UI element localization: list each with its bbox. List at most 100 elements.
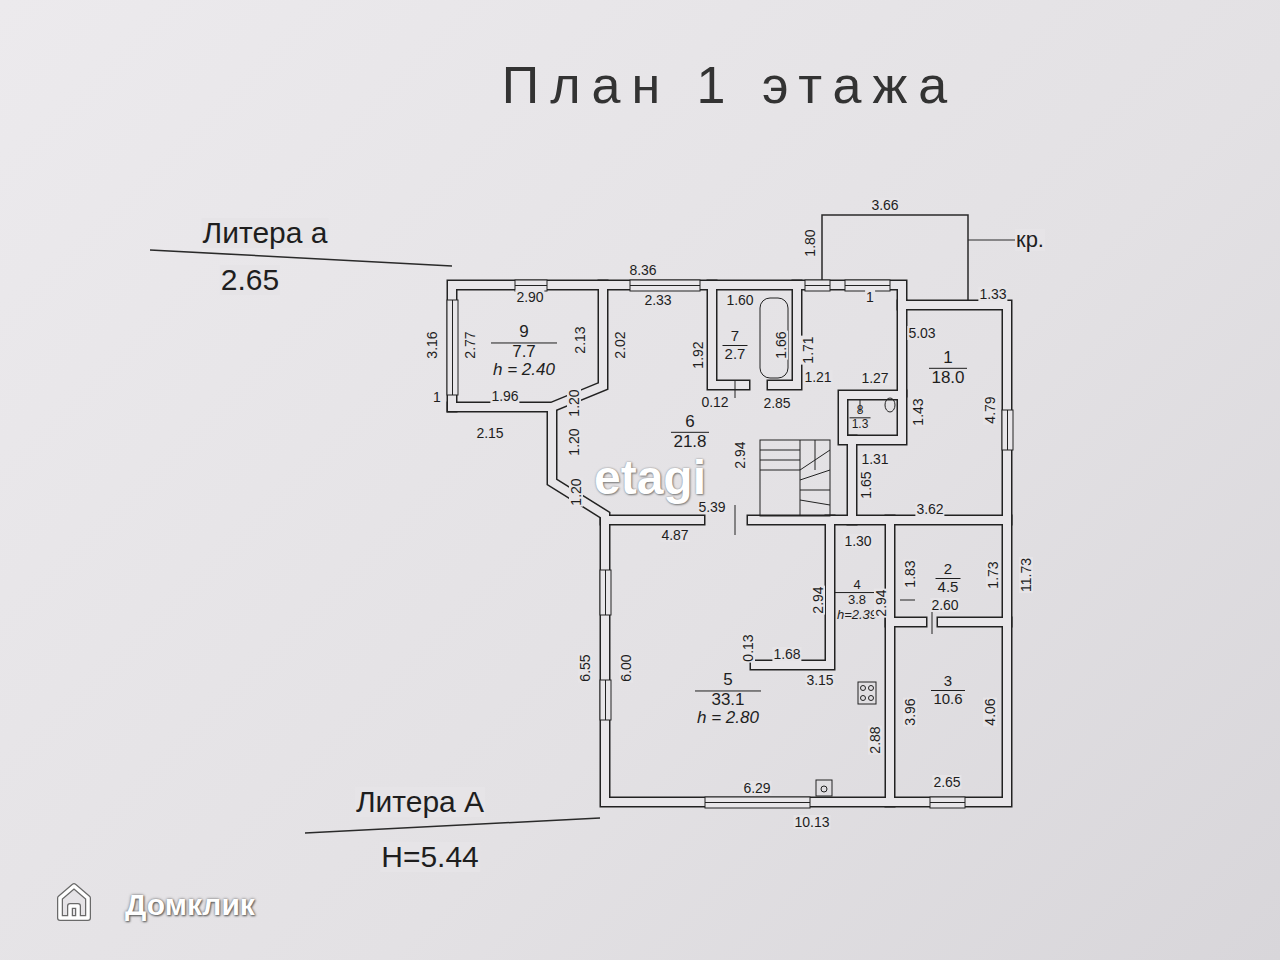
dimension-label: 6.55 [578, 653, 592, 682]
room-area: 1.3 [850, 418, 871, 432]
dimension-label: 1.80 [803, 228, 817, 257]
dimension-label: 2.33 [643, 293, 672, 307]
room-area: 21.8 [671, 432, 709, 452]
dimension-label: 2.65 [220, 265, 280, 295]
wall-fill [452, 285, 1007, 802]
leader-line [305, 818, 600, 833]
room-number: 6 [671, 413, 709, 432]
dimension-label: 2.60 [930, 598, 959, 612]
dimension-label: 2.02 [613, 330, 627, 359]
dimension-label: 3.16 [425, 330, 439, 359]
dimension-label: 5.39 [697, 500, 726, 514]
dimension-label: 1.65 [859, 470, 873, 499]
room-label: 310.6 [931, 673, 965, 707]
dimension-label: 4.87 [660, 528, 689, 542]
dimension-label: 1.30 [843, 534, 872, 548]
dimension-label: Литера А [355, 787, 485, 817]
dimension-label: 2.77 [463, 330, 477, 359]
dimension-label: H=5.44 [380, 842, 480, 872]
room-number: 5 [695, 671, 761, 690]
dimension-label: 1.71 [801, 335, 815, 364]
dimension-label: 1.43 [911, 397, 925, 426]
watermark: etagi [593, 454, 707, 502]
dimension-label: 2.88 [868, 725, 882, 754]
dimension-label: 4.06 [983, 697, 997, 726]
toilet-symbol [885, 398, 895, 412]
dimension-label: 3.62 [915, 502, 944, 516]
ceiling-height: h=2.39 [835, 608, 880, 622]
dimension-label: 1.73 [986, 560, 1000, 589]
dimension-label: 0.12 [700, 395, 729, 409]
dimension-label: 1.92 [691, 340, 705, 369]
dimension-label: 1.68 [772, 647, 801, 661]
room-number: 9 [491, 323, 557, 342]
room-label: 24.5 [936, 561, 961, 595]
dimension-label: 2.65 [932, 775, 961, 789]
room-number: 4 [835, 578, 880, 592]
logo-icon [60, 886, 88, 918]
dimension-label: 1.31 [860, 452, 889, 466]
dimension-label: 0.13 [741, 633, 755, 662]
dimension-label: 1.83 [903, 559, 917, 588]
dimension-label: 1.20 [567, 427, 581, 456]
watermark: Домклик [124, 890, 256, 920]
room-label: 118.0 [929, 349, 967, 387]
room-area: 4.5 [936, 578, 961, 596]
room-number: 8 [850, 404, 871, 417]
ceiling-height: h = 2.80 [695, 710, 761, 729]
bath-symbol [760, 298, 788, 378]
dimension-label: 3.66 [870, 198, 899, 212]
dimension-label: 2.94 [811, 585, 825, 614]
dimension-label: 2.15 [475, 426, 504, 440]
dimension-label: 1.27 [860, 371, 889, 385]
logo-icon [60, 886, 88, 918]
dimension-label: 2.94 [874, 588, 888, 617]
sink-symbol [816, 780, 832, 796]
dimension-label: 10.13 [793, 815, 830, 829]
dimension-label: 5.03 [907, 326, 936, 340]
room-label: 43.8h=2.39 [835, 578, 880, 622]
room-label: 72.7 [723, 328, 748, 362]
room-area: 7.7 [491, 342, 557, 362]
stove-symbol [858, 682, 876, 704]
dimension-label: 1.60 [725, 293, 754, 307]
room-label: 533.1h = 2.80 [695, 671, 761, 728]
dimension-label: 1.21 [803, 370, 832, 384]
dimension-label: 11.73 [1019, 557, 1033, 593]
room-label: 621.8 [671, 413, 709, 451]
plan-title: План 1 этажа [502, 55, 958, 115]
dimension-label: 1.33 [978, 287, 1007, 301]
room-label: 97.7h = 2.40 [491, 323, 557, 380]
dimension-label: 1 [865, 290, 875, 304]
dimension-label: 3.15 [805, 673, 834, 687]
room-area: 10.6 [931, 690, 965, 708]
room-number: 1 [929, 349, 967, 368]
room-area: 33.1 [695, 690, 761, 710]
dimension-label: 1.20 [567, 388, 581, 417]
dimension-label: 1 [432, 390, 442, 404]
dimension-label: 4.79 [983, 395, 997, 424]
dimension-label: 6.29 [742, 781, 771, 795]
ceiling-height: h = 2.40 [491, 362, 557, 381]
dimension-label: 1.66 [774, 330, 788, 359]
dimension-label: 2.94 [733, 440, 747, 469]
dimension-label: 1.20 [569, 477, 583, 506]
room-area: 18.0 [929, 368, 967, 388]
leader-line [968, 240, 1015, 241]
dimension-label: Литера а [202, 218, 329, 248]
room-area: 3.8 [835, 592, 880, 607]
room-label: 81.3 [850, 404, 871, 431]
dimension-label: 2.90 [515, 290, 544, 304]
room-number: 2 [936, 561, 961, 578]
room-number: 7 [723, 328, 748, 345]
dimension-label: кр. [1015, 229, 1045, 251]
wall [452, 285, 1007, 802]
dimension-label: 3.96 [903, 697, 917, 726]
dimension-label: 8.36 [628, 263, 657, 277]
room-area: 2.7 [723, 345, 748, 363]
stairs-symbol [760, 440, 830, 516]
dimension-label: 2.85 [762, 396, 791, 410]
leader-line [150, 250, 452, 266]
dimension-label: 1.96 [490, 389, 519, 403]
dimension-label: 2.13 [573, 325, 587, 354]
